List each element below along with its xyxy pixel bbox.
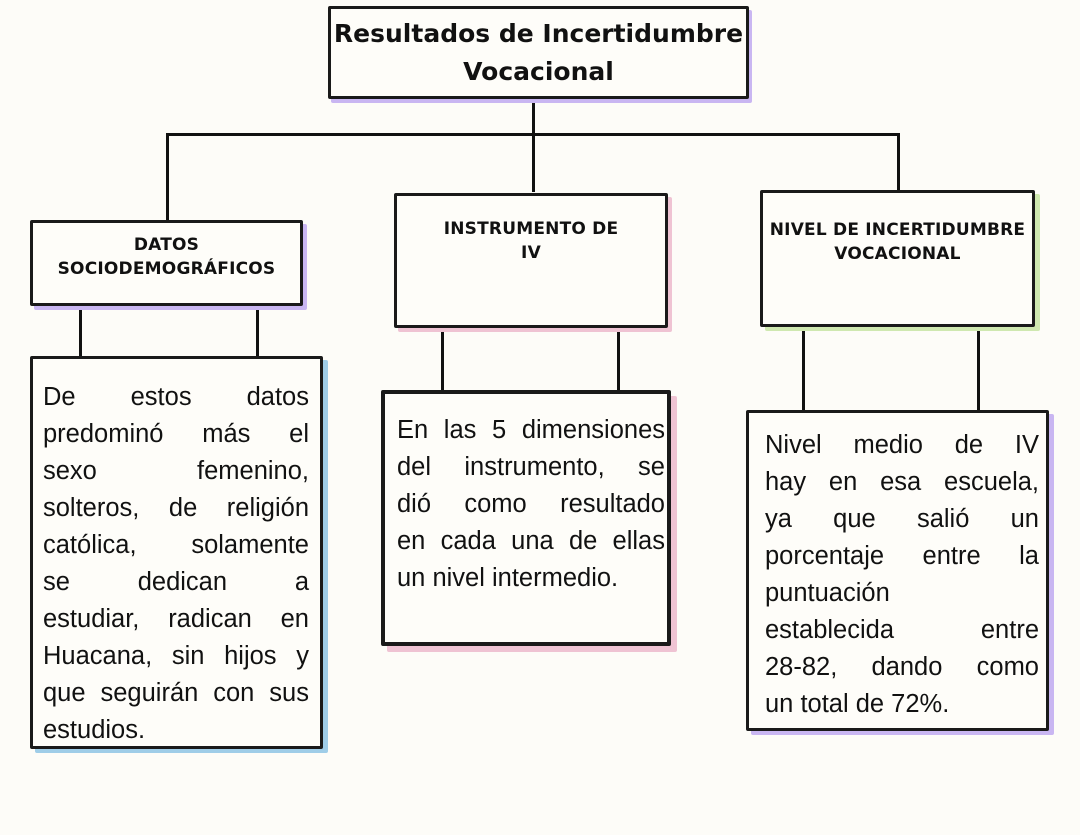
body-text-line: del instrumento, se xyxy=(397,453,665,481)
heading-nivel-incertidumbre: NIVEL DE INCERTIDUMBRE VOCACIONAL xyxy=(760,190,1035,327)
connector-mid-b xyxy=(617,332,620,391)
body-text-line: un total de 72%. xyxy=(765,690,950,718)
body-nivel-incertidumbre: Nivel medio de IV hay en esa escuela, ya q… xyxy=(746,410,1049,731)
body-text-line: en cada una de ellas xyxy=(397,527,665,555)
body-text-line: establecida entre xyxy=(765,616,1039,644)
connector-mid-a xyxy=(441,332,444,391)
body-text-line: un nivel intermedio. xyxy=(397,564,619,592)
heading-line: SOCIODEMOGRÁFICOS xyxy=(57,259,276,279)
body-text-line: Huacana, sin hijos y xyxy=(43,642,309,670)
body-text-line: dió como resultado xyxy=(397,490,665,518)
heading-line: IV xyxy=(521,242,541,263)
heading-line: NIVEL DE INCERTIDUMBRE xyxy=(769,219,1026,240)
body-text-line: estudios. xyxy=(43,716,146,744)
heading-datos-sociodemograficos: DATOS SOCIODEMOGRÁFICOS xyxy=(30,220,303,306)
connector-right-a xyxy=(802,330,805,411)
connector-right-drop xyxy=(897,133,900,190)
title-box: Resultados de Incertidumbre Vocacional xyxy=(328,6,749,99)
connector-left-drop xyxy=(166,133,169,221)
body-text-line: 28-82, dando como xyxy=(765,653,1039,681)
connector-right-b xyxy=(977,330,980,411)
body-instrumento-iv: En las 5 dimensiones del instrumento, se d… xyxy=(381,390,671,646)
connector-horizontal-bar xyxy=(166,133,900,136)
body-text-line: porcentaje entre la xyxy=(765,542,1039,570)
connector-left-b xyxy=(256,310,259,358)
body-text-line: En las 5 dimensiones xyxy=(397,416,665,444)
body-text-line: Nivel medio de IV xyxy=(765,431,1039,459)
body-text-line: predominó más el xyxy=(43,420,309,448)
body-text-line: que seguirán con sus xyxy=(43,679,309,707)
body-text-line: De estos datos xyxy=(43,383,309,411)
body-datos-sociodemograficos: De estos datos predominó más el sexo femen… xyxy=(30,356,323,749)
body-text-line: católica, solamente xyxy=(43,531,309,559)
heading-instrumento-iv: INSTRUMENTO DE IV xyxy=(394,193,668,328)
body-text-line: solteros, de religión xyxy=(43,494,309,522)
body-text-line: puntuación xyxy=(765,579,890,607)
body-text-line: estudiar, radican en xyxy=(43,605,309,633)
title-line-1: Resultados de Incertidumbre xyxy=(333,19,744,48)
connector-title-stem xyxy=(532,98,535,192)
body-text-line: sexo femenino, xyxy=(43,457,309,485)
connector-left-a xyxy=(79,310,82,358)
body-text-line: ya que salió un xyxy=(765,505,1039,533)
heading-line: VOCACIONAL xyxy=(834,243,961,264)
heading-line: INSTRUMENTO DE xyxy=(443,218,619,239)
title-line-2: Vocacional xyxy=(463,57,614,86)
body-text-line: hay en esa escuela, xyxy=(765,468,1039,496)
body-text-line: se dedican a xyxy=(43,568,309,596)
heading-line: DATOS xyxy=(133,235,200,255)
